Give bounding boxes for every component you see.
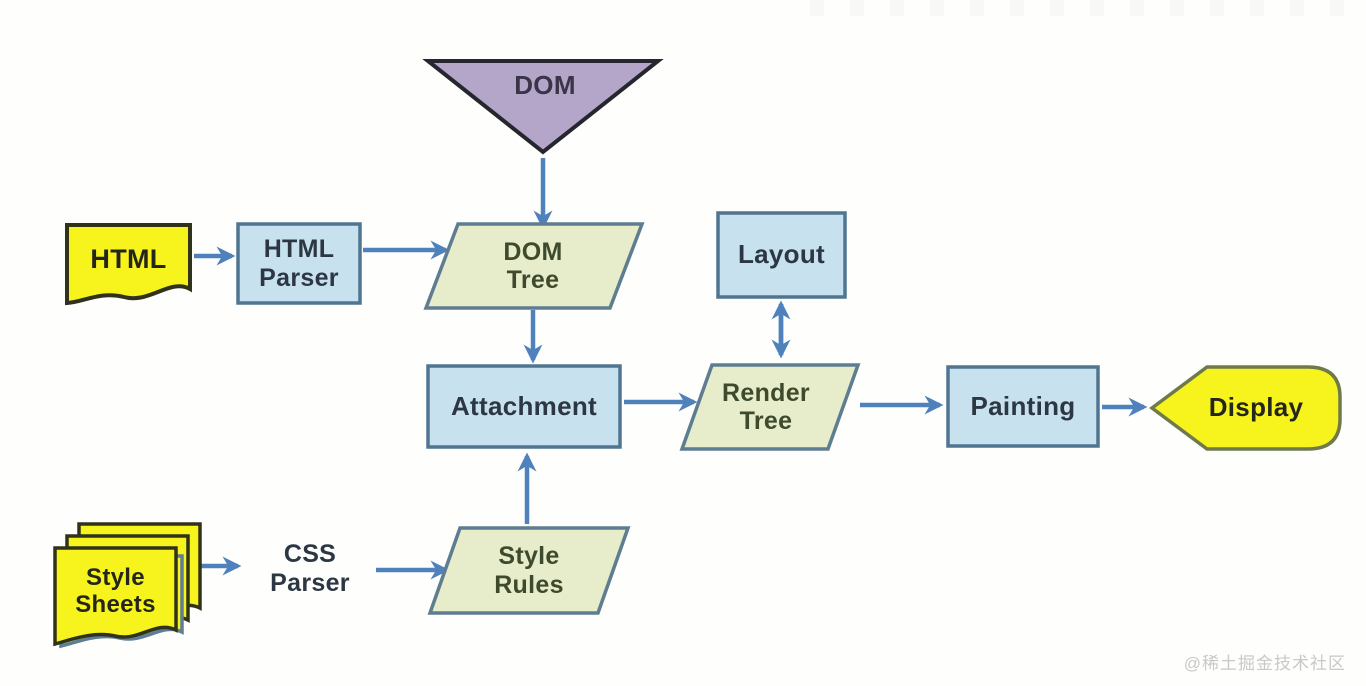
node-dom-shape bbox=[422, 59, 664, 155]
node-dom-tree-shape bbox=[423, 222, 645, 310]
node-layout-shape bbox=[716, 211, 847, 299]
node-style-sheets-shape bbox=[53, 546, 178, 647]
node-display-shape bbox=[1149, 365, 1342, 451]
node-html-shape bbox=[65, 223, 192, 306]
watermark: @稀土掘金技术社区 bbox=[1183, 654, 1346, 673]
node-attachment-shape bbox=[426, 364, 622, 449]
node-style-rules-shape bbox=[427, 526, 631, 615]
node-painting-shape bbox=[946, 365, 1100, 448]
node-render-tree-shape bbox=[679, 363, 861, 451]
node-html-parser-shape bbox=[236, 222, 362, 305]
top-edge-artifact bbox=[810, 0, 1366, 16]
